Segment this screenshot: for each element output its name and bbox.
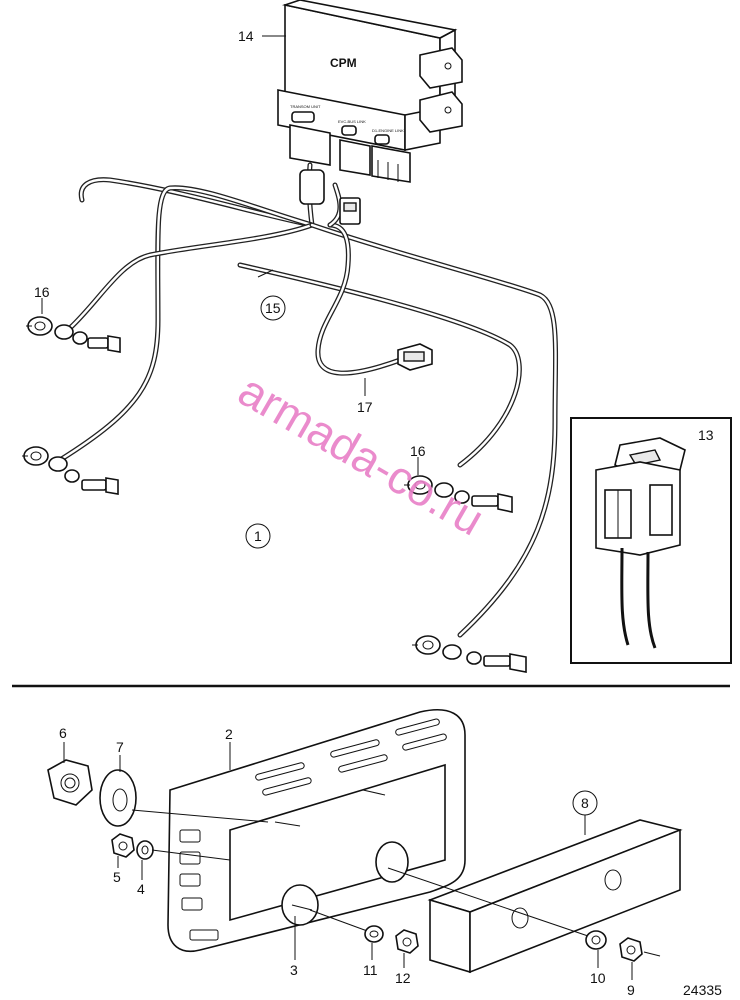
earth-point-lower-right — [412, 635, 527, 673]
washer-7 — [99, 769, 137, 827]
nut-12 — [395, 929, 419, 954]
nut-5 — [111, 833, 135, 858]
washer-4 — [136, 840, 154, 860]
callout-15: 15 — [265, 300, 281, 316]
spacer-block-8 — [427, 819, 683, 974]
callout-8: 8 — [581, 795, 589, 811]
nut-9 — [619, 937, 643, 962]
watermark: armada-co.ru — [230, 364, 493, 546]
callouts: 14 15 16 16 17 1 6 7 2 8 5 4 3 11 12 10 … — [34, 28, 635, 998]
callout-3: 3 — [290, 962, 298, 978]
callout-16-upper: 16 — [34, 284, 50, 300]
callout-16-right: 16 — [410, 443, 426, 459]
earth-point-middle-left — [22, 446, 119, 495]
connector-label-evc: EVC-BUS LINK — [338, 119, 366, 124]
earth-point-right — [404, 475, 513, 513]
cpm-module: CPM TRANSOM UNIT EVC-BUS LINK D1-ENGINE … — [277, 0, 463, 183]
leader-lines — [41, 35, 633, 980]
drawing-number: 24335 — [683, 982, 722, 998]
nut-6 — [47, 759, 93, 806]
washer-10 — [585, 930, 607, 950]
protective-cover — [167, 708, 466, 952]
callout-10: 10 — [590, 970, 606, 986]
connector-label-d1: D1-ENGINE LINK — [372, 128, 404, 133]
callout-14: 14 — [238, 28, 254, 44]
callout-11: 11 — [363, 962, 378, 978]
connector-label-transom: TRANSOM UNIT — [290, 104, 321, 109]
callout-2: 2 — [225, 726, 233, 742]
callout-1: 1 — [254, 528, 262, 544]
cpm-label: CPM — [330, 56, 357, 70]
washer-11 — [364, 925, 384, 943]
connector-detail-box: 13 — [570, 417, 732, 664]
callout-12: 12 — [395, 970, 411, 986]
callout-7: 7 — [116, 739, 124, 755]
callout-13: 13 — [698, 427, 714, 443]
callout-17: 17 — [357, 399, 373, 415]
callout-6: 6 — [59, 725, 67, 741]
wiring-harness — [57, 162, 559, 638]
earth-point-upper-left — [26, 316, 121, 353]
callout-9: 9 — [627, 982, 635, 998]
callout-5: 5 — [113, 869, 121, 885]
callout-4: 4 — [137, 881, 145, 897]
